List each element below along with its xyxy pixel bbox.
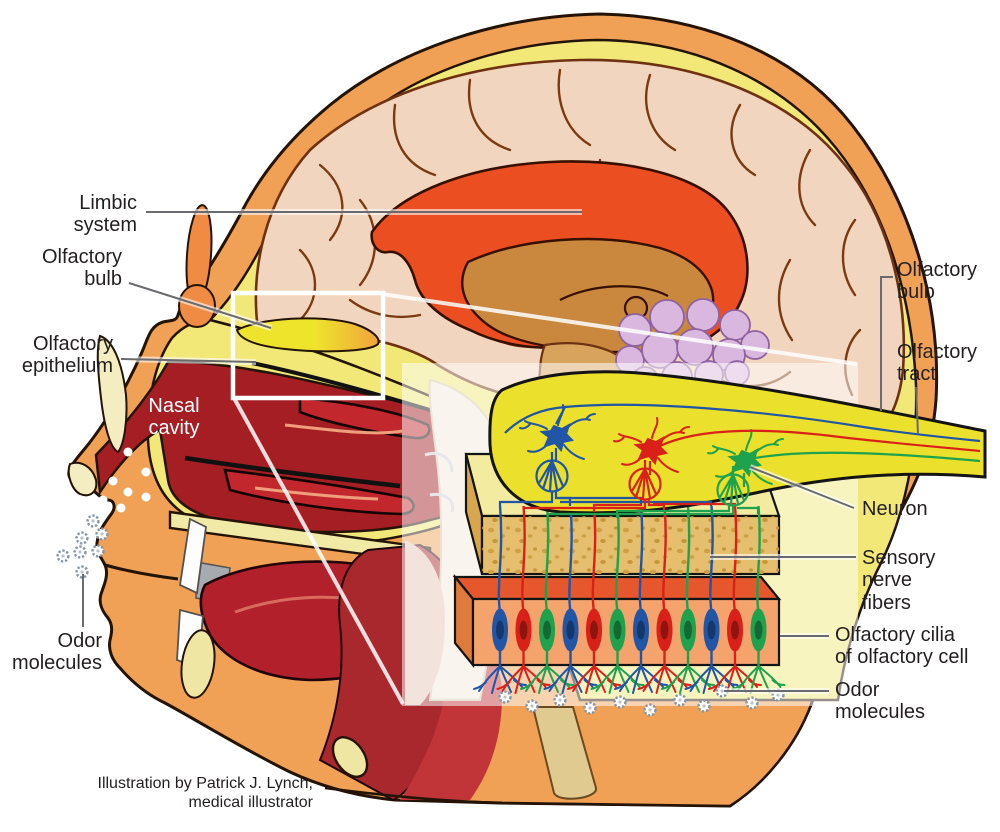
- olfactory-bulb-inset: [488, 370, 987, 515]
- bulb-right-leader: [880, 276, 893, 411]
- upper-tooth: [179, 517, 207, 595]
- odor-molecules-nose: [56, 447, 151, 579]
- spinal-column: [531, 706, 597, 800]
- bulb-left-leader: [128, 282, 272, 329]
- epiglottis: [331, 736, 369, 778]
- olfactory-tract-fibers: [504, 403, 981, 463]
- jaw-bone: [180, 629, 216, 699]
- mouth-slit: [104, 563, 179, 581]
- leader-lines: [82, 209, 919, 694]
- illustration-credit: Illustration by Patrick J. Lynch, medica…: [97, 775, 314, 812]
- zoom-frame: [230, 290, 858, 705]
- olfactory-bulb-in-situ: [235, 317, 380, 353]
- epithelium-leader: [120, 358, 257, 363]
- nasal-bone: [67, 334, 128, 497]
- epithelium-inset: [452, 370, 987, 717]
- neck: [324, 704, 813, 808]
- neuron-leader: [749, 466, 855, 509]
- tract-leader: [915, 386, 919, 435]
